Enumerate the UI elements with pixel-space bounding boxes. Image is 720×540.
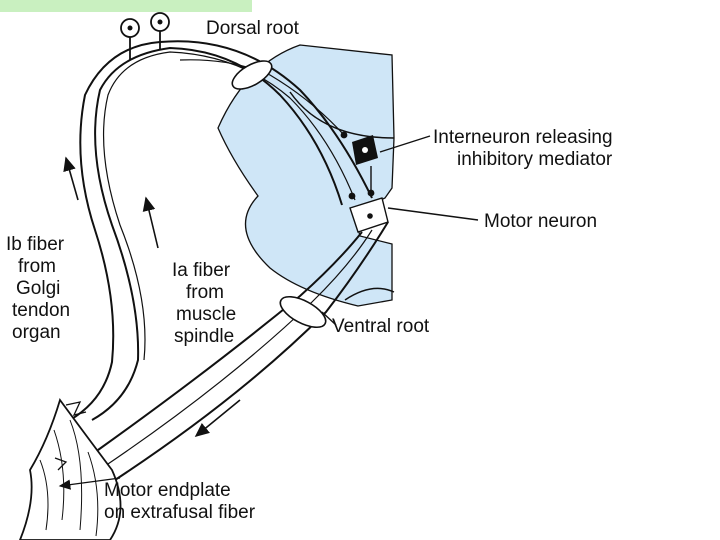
afferent-bundle-inner [69,40,373,421]
motor-axon-line [104,229,373,467]
label-ia-3: muscle [176,304,236,325]
label-ventral-root: Ventral root [332,316,430,337]
label-ia-1: Ia fiber [172,260,231,281]
label-ia-2: from [186,282,224,303]
efferent-arrow [194,399,241,438]
header-bar [0,0,252,12]
efferent-bundle-top [97,231,363,451]
dorsal-root-cuff [231,60,273,90]
label-endplate-line2: on extrafusal fiber [104,502,256,523]
ia-arrow [142,196,159,249]
label-ia-4: spindle [174,326,234,347]
afferent-bundle-outer [91,46,343,421]
spinal-white-arc-top [289,91,395,139]
ib-arrow [63,156,79,201]
label-ib-4: tendon [12,300,70,321]
spinal-white-arc-bottom [344,287,395,301]
efferent-bundle-bottom [111,221,389,483]
label-ib-1: Ib fiber [6,234,65,255]
label-interneuron-line2: inhibitory mediator [457,149,613,170]
label-motor-neuron: Motor neuron [484,211,597,232]
label-ib-2: from [18,256,56,277]
label-interneuron-line1: Interneuron releasing [433,127,613,148]
ventral-root-cuff [279,295,327,329]
label-ib-3: Golgi [16,278,60,299]
label-ib-5: organ [12,322,61,343]
ib-fiber-line [179,59,345,136]
ia-fiber-line [102,51,356,361]
label-dorsal-root: Dorsal root [206,18,300,39]
muscle-fibers [39,419,99,537]
muscle-body [19,398,122,540]
label-endplate-line1: Motor endplate [104,480,231,501]
